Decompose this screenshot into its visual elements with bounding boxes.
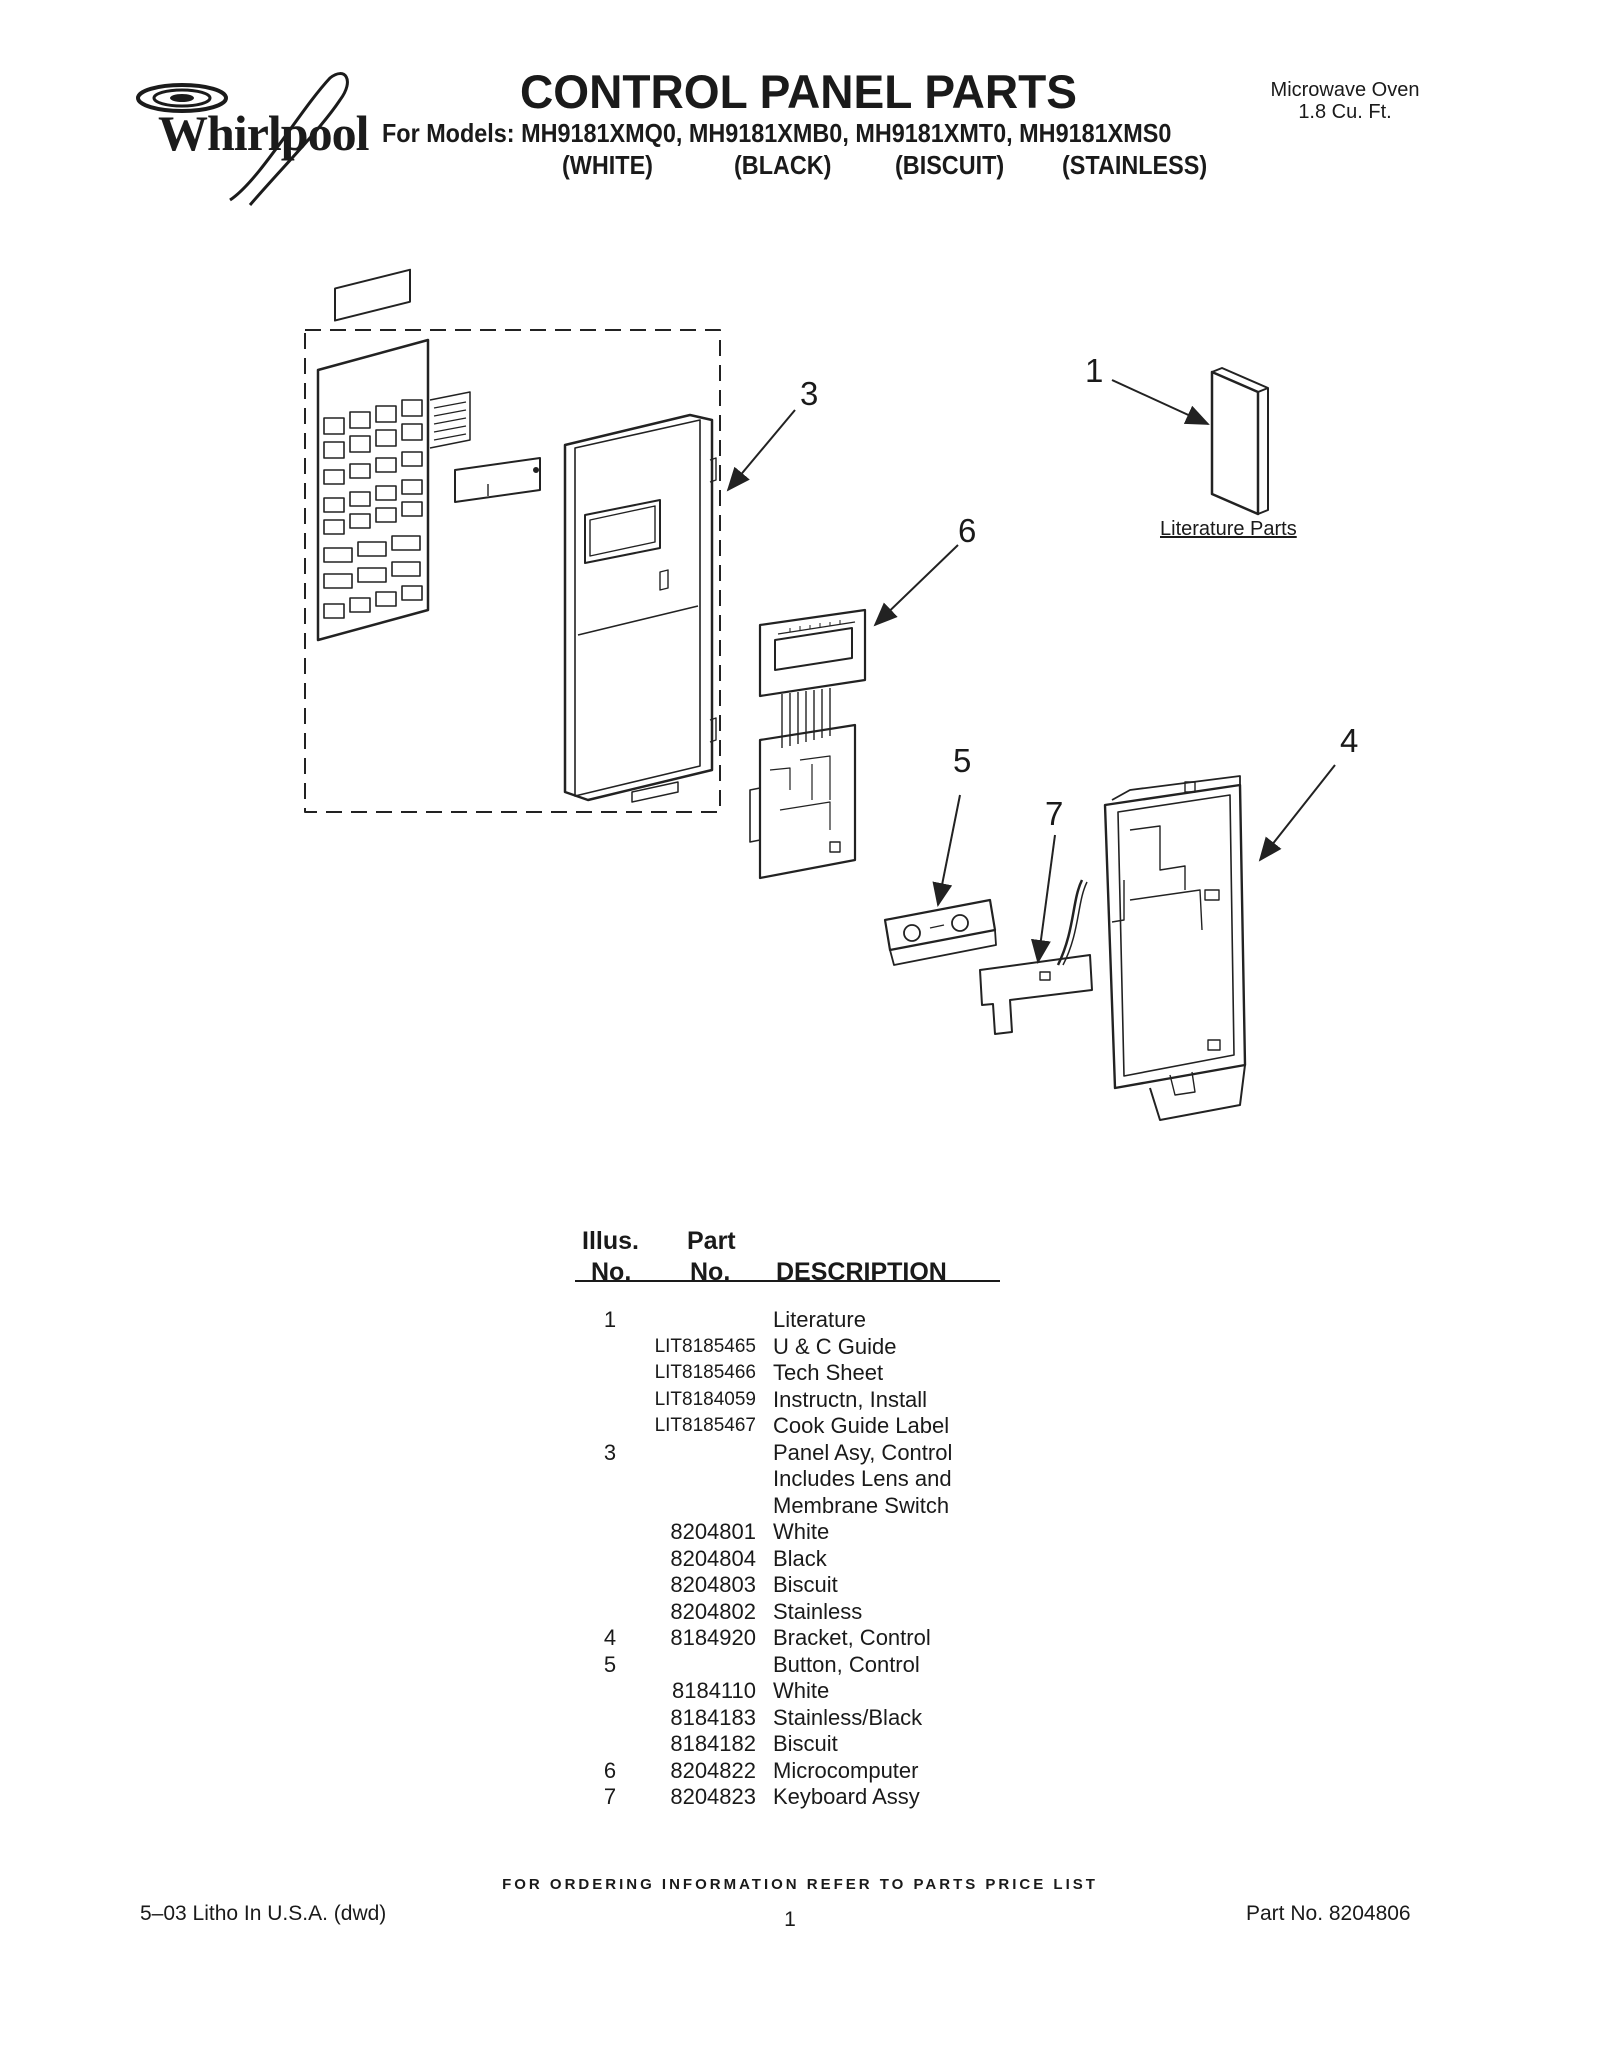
table-row: Membrane Switch xyxy=(0,1493,1600,1519)
part-number: 8184182 xyxy=(670,1731,756,1756)
col-header-illus-bottom: No. xyxy=(591,1258,632,1286)
illus-number: 7 xyxy=(603,1784,617,1809)
callout-6: 6 xyxy=(958,512,977,549)
part-6-microcomputer xyxy=(749,608,867,880)
part-description: Stainless xyxy=(773,1598,863,1624)
part-number: 8184920 xyxy=(670,1625,756,1650)
table-row: 8204804 Black xyxy=(0,1546,1600,1572)
color-label-white: (WHITE) xyxy=(562,150,653,180)
part-number: LIT8185466 xyxy=(654,1362,756,1383)
whirlpool-logo xyxy=(136,72,349,206)
page-number: 1 xyxy=(784,1908,796,1931)
table-row: LIT8185465 U & C Guide xyxy=(0,1334,1600,1360)
part-description: Microcomputer xyxy=(773,1757,919,1783)
part-description: Black xyxy=(773,1545,827,1571)
illus-number: 3 xyxy=(603,1439,617,1465)
leader-arrow-3 xyxy=(726,409,796,492)
part-description: Cook Guide Label xyxy=(773,1413,950,1438)
leader-arrows xyxy=(726,379,1336,964)
exploded-diagram xyxy=(304,268,1336,1121)
product-type: Microwave Oven xyxy=(1270,79,1420,101)
page-title: CONTROL PANEL PARTS xyxy=(520,65,1078,118)
table-row: 8184110 White xyxy=(0,1678,1600,1704)
part-description: White xyxy=(773,1678,830,1703)
callout-4: 4 xyxy=(1340,722,1359,759)
part-description: White xyxy=(773,1519,830,1544)
part-3-control-panel xyxy=(304,268,721,813)
product-size: 1.8 Cu. Ft. xyxy=(1298,101,1392,123)
part-description: Bracket, Control xyxy=(773,1625,931,1650)
part-1-literature xyxy=(1210,367,1269,516)
table-row: LIT8184059 Instructn, Install xyxy=(0,1387,1600,1413)
leader-arrow-4 xyxy=(1258,764,1336,862)
table-row: 8204802 Stainless xyxy=(0,1599,1600,1625)
part-number: 8204822 xyxy=(670,1757,756,1783)
table-row: 6 8204822 Microcomputer xyxy=(0,1758,1600,1784)
part-number: LIT8184059 xyxy=(654,1388,756,1410)
table-row: 1 Literature xyxy=(0,1307,1600,1333)
col-header-illus-top: Illus. xyxy=(582,1227,639,1255)
document-part-number: Part No. 8204806 xyxy=(1246,1902,1411,1925)
leader-arrow-6 xyxy=(873,544,959,627)
part-number: 8204803 xyxy=(670,1572,756,1597)
color-label-stainless: (STAINLESS) xyxy=(1062,150,1208,180)
illus-number: 5 xyxy=(603,1651,617,1677)
part-description: Stainless/Black xyxy=(773,1704,923,1730)
part-number: 8204801 xyxy=(670,1519,756,1544)
table-row: 3 Panel Asy, Control xyxy=(0,1440,1600,1466)
callout-7: 7 xyxy=(1045,795,1064,832)
ordering-note: FOR ORDERING INFORMATION REFER TO PARTS … xyxy=(502,1876,1098,1893)
table-row: 4 8184920 Bracket, Control xyxy=(0,1625,1600,1651)
table-row: LIT8185467 Cook Guide Label xyxy=(0,1413,1600,1439)
part-number: 8204804 xyxy=(670,1545,756,1571)
part-description: Includes Lens and xyxy=(773,1466,952,1491)
color-label-black: (BLACK) xyxy=(734,150,832,180)
col-header-part-top: Part xyxy=(687,1227,736,1255)
part-description: Biscuit xyxy=(773,1572,838,1597)
part-description: Biscuit xyxy=(773,1731,838,1756)
literature-parts-label: Literature Parts xyxy=(1160,518,1297,540)
part-description: Literature xyxy=(773,1307,866,1332)
part-number: 8204823 xyxy=(670,1784,756,1809)
col-header-part-bottom: No. xyxy=(690,1258,731,1286)
color-label-biscuit: (BISCUIT) xyxy=(895,150,1005,180)
part-number: LIT8185467 xyxy=(654,1415,756,1436)
part-number: LIT8185465 xyxy=(654,1335,756,1357)
header-rule xyxy=(575,1280,1000,1282)
part-description: U & C Guide xyxy=(773,1333,897,1359)
part-description: Panel Asy, Control xyxy=(773,1439,953,1465)
table-row: 5 Button, Control xyxy=(0,1652,1600,1678)
part-description: Button, Control xyxy=(773,1651,920,1677)
leader-arrow-5 xyxy=(932,794,961,907)
part-7-keyboard-assy xyxy=(979,879,1093,1035)
part-number: 8204802 xyxy=(670,1598,756,1624)
illus-number: 4 xyxy=(603,1625,617,1650)
table-row: 8184183 Stainless/Black xyxy=(0,1705,1600,1731)
models-line: For Models: MH9181XMQ0, MH9181XMB0, MH91… xyxy=(382,118,1172,148)
leader-arrow-1 xyxy=(1111,379,1210,425)
part-number: 8184110 xyxy=(671,1678,756,1703)
callout-5: 5 xyxy=(953,742,972,779)
litho-note: 5–03 Litho In U.S.A. (dwd) xyxy=(140,1902,387,1925)
table-row: 8204801 White xyxy=(0,1519,1600,1545)
col-header-description: DESCRIPTION xyxy=(776,1258,947,1286)
illus-number: 6 xyxy=(603,1757,617,1783)
table-row: 8204803 Biscuit xyxy=(0,1572,1600,1598)
part-4-control-bracket xyxy=(1103,775,1247,1121)
brand-wordmark: Whirlpool xyxy=(158,105,369,161)
part-number: 8184183 xyxy=(670,1704,756,1730)
callout-3: 3 xyxy=(800,375,819,412)
part-5-control-button xyxy=(883,898,997,966)
part-description: Instructn, Install xyxy=(773,1386,928,1412)
table-row: 8184182 Biscuit xyxy=(0,1731,1600,1757)
callout-1: 1 xyxy=(1085,352,1104,389)
leader-arrow-7 xyxy=(1031,834,1056,964)
part-description: Membrane Switch xyxy=(773,1492,950,1518)
part-description: Keyboard Assy xyxy=(773,1784,920,1809)
illus-number: 1 xyxy=(603,1307,617,1332)
table-row: Includes Lens and xyxy=(0,1466,1600,1492)
table-row: LIT8185466 Tech Sheet xyxy=(0,1360,1600,1386)
table-row: 7 8204823 Keyboard Assy xyxy=(0,1784,1600,1810)
part-description: Tech Sheet xyxy=(773,1360,884,1385)
